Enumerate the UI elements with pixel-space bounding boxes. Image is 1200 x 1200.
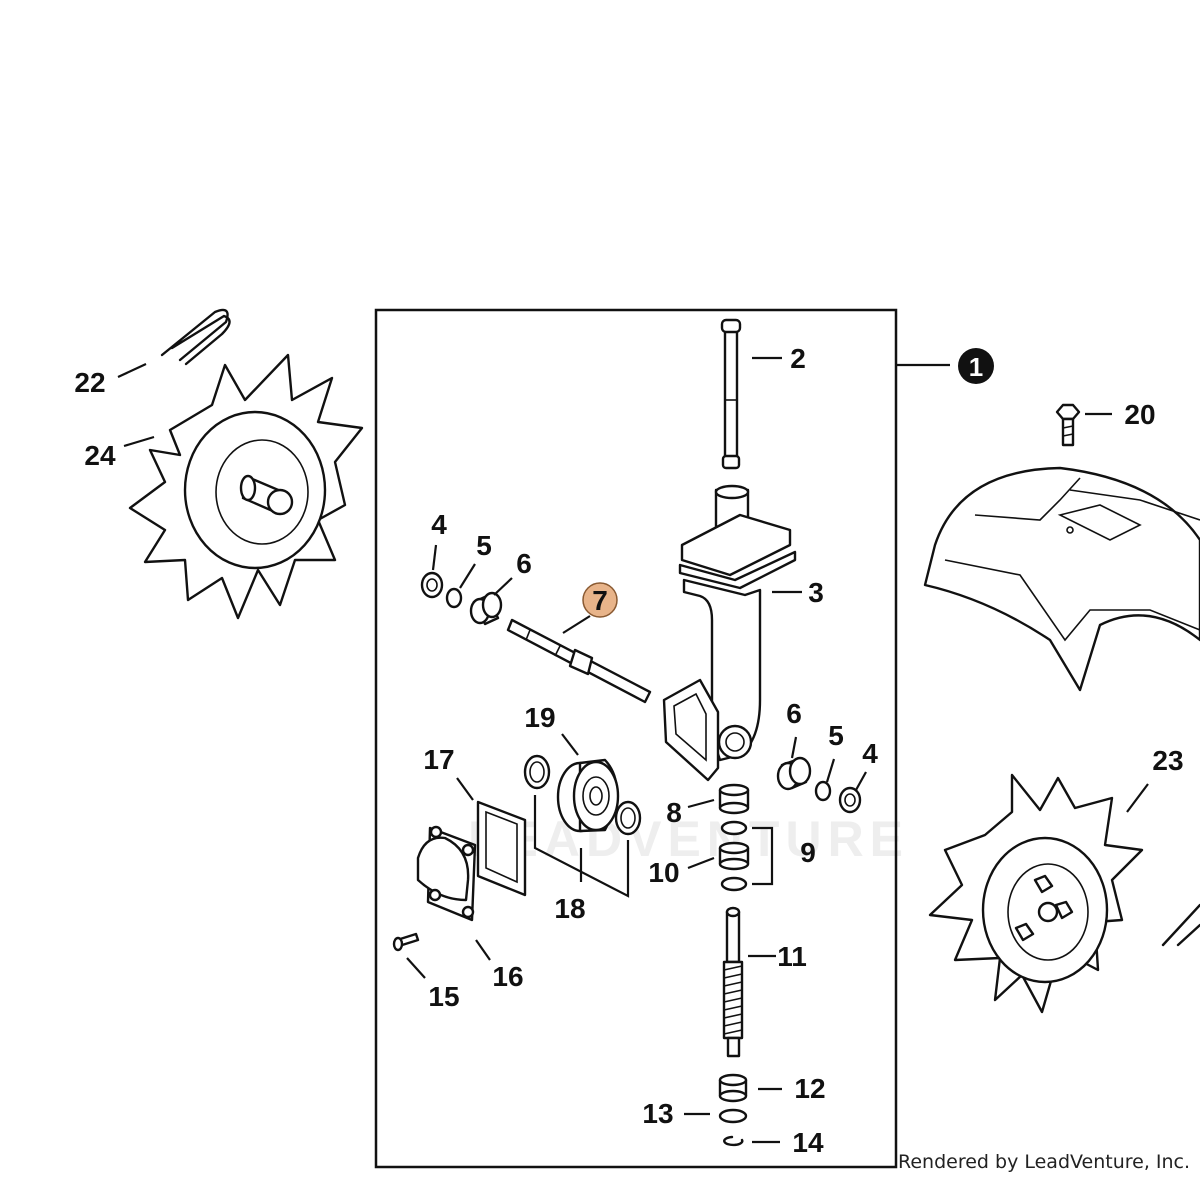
tine-shield[interactable] [923,466,1200,692]
part-22-hairpin-clip[interactable] [160,308,231,366]
assembly-marker-label: 1 [969,352,983,382]
part-16-cover[interactable] [416,825,477,922]
callout-10: 10 [648,857,679,888]
callout-18: 18 [554,893,585,924]
callout-22: 22 [74,367,105,398]
part-7-highlight-marker[interactable]: 7 [582,582,618,618]
part-19-gear[interactable] [556,758,620,833]
callout-4-left: 4 [431,509,447,540]
part-8-spacer[interactable] [718,783,750,815]
part-11-threaded-pin[interactable] [722,906,744,1058]
callout-6-left: 6 [516,548,532,579]
callout-4-right: 4 [862,738,878,769]
part-23-tine-wheel[interactable] [928,773,1144,1014]
callout-15: 15 [428,981,459,1012]
part-10-spacer[interactable] [718,841,750,871]
callout-23: 23 [1152,745,1183,776]
part-20-bolt[interactable] [1055,403,1081,447]
callout-24: 24 [84,440,116,471]
part-14-circlip[interactable] [723,1135,744,1147]
part-9-ring-top[interactable] [720,820,748,836]
callout-3: 3 [808,577,824,608]
hairpin-clip-right-partial[interactable] [1161,903,1200,947]
assembly-marker[interactable]: 1 [958,348,994,384]
part-4-washer-right[interactable] [838,786,862,814]
part-2-axle-rod[interactable] [720,318,742,470]
leader-lines [117,356,1149,1144]
assembly-box [374,308,898,1169]
part-3-housing[interactable] [662,484,797,782]
part-24-tine-wheel[interactable] [128,353,364,620]
callout-14: 14 [792,1127,824,1158]
part-6-bearing-left[interactable] [469,591,503,626]
callout-8: 8 [666,797,682,828]
callout-6-right: 6 [786,698,802,729]
part-7-highlight-label: 7 [592,585,608,616]
part-7-shaft[interactable] [506,618,652,704]
part-6-bearing-right[interactable] [776,756,812,791]
part-5-ring-left[interactable] [445,587,463,609]
callout-20: 20 [1124,399,1155,430]
callout-9: 9 [800,837,816,868]
part-18-ring-b[interactable] [614,800,642,836]
part-12-spacer[interactable] [718,1073,748,1103]
part-13-washer[interactable] [718,1108,748,1124]
part-5-ring-right[interactable] [814,780,832,802]
callout-5-left: 5 [476,530,492,561]
part-15-screw[interactable] [392,932,420,952]
callout-12: 12 [794,1073,825,1104]
leader-7 [562,615,591,634]
callout-2: 2 [790,343,806,374]
part-4-washer-left[interactable] [420,571,444,599]
callout-16: 16 [492,961,523,992]
callout-13: 13 [642,1098,673,1129]
callout-labels: 2 3 4 5 6 6 5 4 8 9 10 11 12 13 14 15 16… [74,343,1183,1158]
callout-19: 19 [524,702,555,733]
part-18-ring-a[interactable] [523,754,551,790]
watermark-text: LEADVENTURE [468,811,909,867]
callout-5-right: 5 [828,720,844,751]
render-credit: Rendered by LeadVenture, Inc. [898,1151,1190,1173]
callout-17: 17 [423,744,454,775]
part-17-gasket[interactable] [476,800,527,897]
callout-11: 11 [777,941,807,972]
part-9-ring-bottom[interactable] [720,876,748,892]
